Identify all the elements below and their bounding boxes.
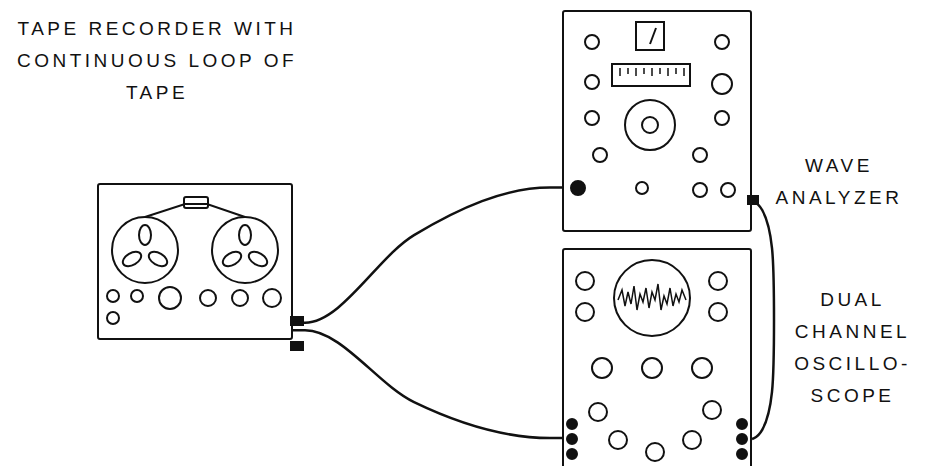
tape-recorder: TAPE RECORDER WITH CONTINUOUS LOOP OF TA… — [97, 183, 293, 340]
device-label: WAVE ANALYZER — [764, 150, 914, 214]
cable — [293, 188, 562, 323]
cable — [293, 330, 562, 438]
device-label: TAPE RECORDER WITH CONTINUOUS LOOP OF TA… — [7, 13, 307, 109]
cable — [752, 201, 774, 439]
tape-recorder-drawing — [107, 197, 303, 350]
oscilloscope-drawing — [567, 260, 747, 461]
wave-analyzer: WAVE ANALYZER — [562, 10, 752, 232]
oscilloscope: DUAL CHANNEL OSCILLO- SCOPE — [562, 248, 752, 466]
device-label: DUAL CHANNEL OSCILLO- SCOPE — [780, 284, 925, 412]
wave-analyzer-drawing — [571, 22, 758, 204]
